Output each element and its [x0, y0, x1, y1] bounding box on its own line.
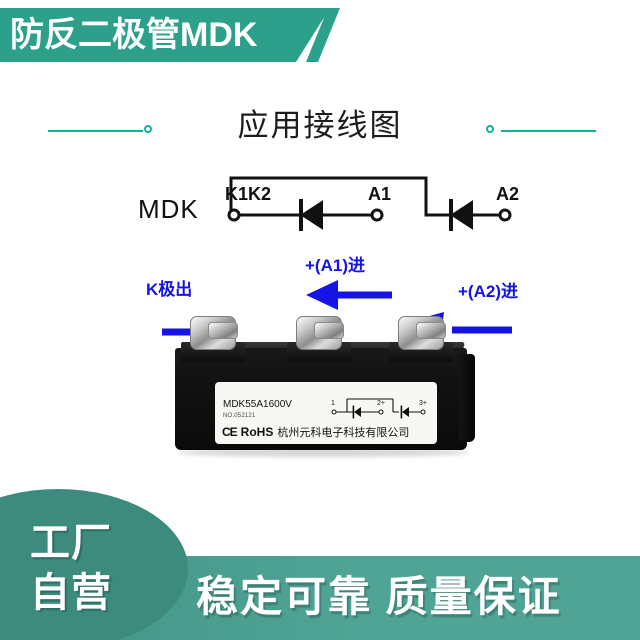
footer-slogan: 稳定可靠 质量保证: [196, 573, 562, 620]
decorative-dot-left: [144, 125, 152, 133]
footer-badge-line2: 自营: [30, 571, 112, 615]
label-pin-2: 2+: [377, 400, 385, 407]
terminal-node-k1k2: [227, 208, 241, 222]
footer-badge-text: 工厂 自营: [30, 518, 180, 618]
product-module: MDK55A1600V NO.052121 CE RoHS 杭州元科电子科技有限…: [163, 310, 479, 470]
diode-1-symbol: [299, 199, 323, 231]
terminal-1-bolt: [208, 322, 238, 339]
label-model-number: MDK55A1600V: [223, 399, 292, 410]
label-schematic-svg: 1 2+ 3+: [331, 398, 427, 419]
arrow-a1-head: [306, 280, 338, 310]
header-banner: 防反二极管MDK: [0, 8, 330, 62]
terminal-3-nut: [398, 316, 446, 350]
module-terminal-1: [181, 316, 245, 362]
module-shadow: [177, 448, 469, 457]
terminal-node-a1: [370, 208, 384, 222]
section-title: 应用接线图: [237, 108, 403, 143]
schematic-device-label: MDK: [138, 194, 199, 224]
annotation-a1-in: +(A1)进: [305, 256, 365, 275]
terminal-label-a1: A1: [368, 184, 391, 204]
terminal-2-nut: [296, 316, 344, 350]
decorative-dot-right: [486, 125, 494, 133]
terminal-2-bolt: [314, 322, 344, 339]
ce-mark-icon: CE: [222, 425, 238, 439]
decorative-line-left-stroke: [48, 130, 143, 132]
module-terminal-2: [287, 316, 351, 362]
rohs-mark: RoHS: [240, 425, 274, 439]
header-title: 防反二极管MDK: [10, 16, 258, 54]
circuit-schematic: MDK: [130, 168, 530, 240]
schematic-svg: K1K2 A1 A2: [225, 176, 519, 231]
label-certification-row: CE RoHS 杭州元科电子科技有限公司: [222, 424, 409, 440]
terminal-3-bolt: [416, 322, 446, 339]
label-pin-3: 3+: [419, 400, 427, 407]
terminal-1-nut: [190, 316, 238, 350]
footer-badge-line1: 工厂: [30, 521, 112, 565]
decorative-line-right-stroke: [501, 130, 596, 132]
terminal-label-k1k2: K1K2: [225, 184, 271, 204]
module-right-face: [459, 354, 475, 442]
label-pin-1: 1: [331, 400, 335, 407]
annotation-k-out: K极出: [146, 280, 193, 299]
product-label: MDK55A1600V NO.052121 CE RoHS 杭州元科电子科技有限…: [215, 382, 437, 444]
module-terminal-3: [389, 316, 453, 362]
decorative-line-left: [48, 125, 158, 137]
label-serial-number: NO.052121: [223, 413, 256, 419]
terminal-node-a2: [498, 208, 512, 222]
decorative-line-right: [486, 125, 596, 137]
diode-2-symbol: [449, 199, 473, 231]
annotation-a2-in: +(A2)进: [458, 282, 518, 301]
label-company-name: 杭州元科电子科技有限公司: [277, 427, 410, 439]
terminal-label-a2: A2: [496, 184, 519, 204]
